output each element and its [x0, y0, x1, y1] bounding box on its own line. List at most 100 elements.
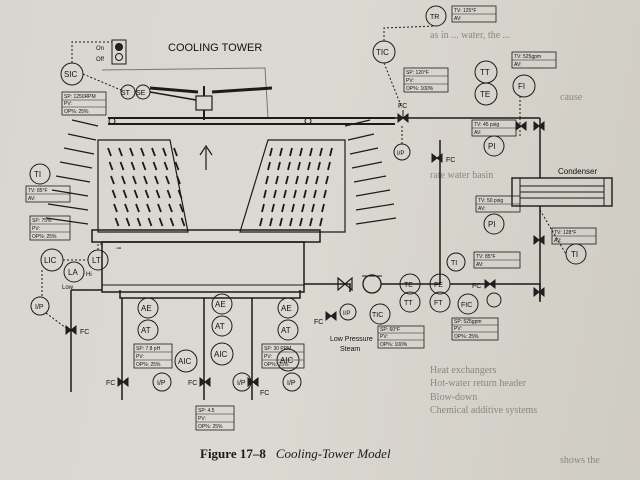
at3-transmitter [277, 319, 299, 341]
bypass-valve [431, 152, 443, 164]
svg-text:PV:: PV: [64, 101, 72, 107]
cold-water-basin [91, 229, 321, 293]
svg-text:Off: Off [96, 57, 104, 63]
svg-text:SP: 7.8 pH: SP: 7.8 pH [136, 346, 161, 352]
svg-text:TV: 85°F: TV: 85°F [476, 254, 496, 260]
svg-text:I/P: I/P [237, 380, 246, 387]
svg-text:TV: 525gpm: TV: 525gpm [514, 54, 541, 60]
chemical-feed-valves [117, 376, 259, 388]
svg-text:FC: FC [472, 283, 481, 290]
svg-text:ST: ST [121, 90, 131, 97]
svg-text:PV:: PV: [198, 416, 206, 422]
ft-transmitter [429, 291, 451, 313]
pi2-tag-box: TV: 50 psig AV: [475, 195, 521, 213]
svg-text:AT: AT [215, 322, 225, 331]
fi-indicator [512, 74, 536, 98]
ti-left-indicator [29, 163, 51, 185]
fi-tag-box: TV: 525gpm AV: [511, 51, 557, 69]
left-louvers [45, 119, 99, 225]
fic-tag-box: SP: 525gpm PV: OP%: 25% [451, 317, 499, 341]
svg-text:FC: FC [106, 380, 115, 387]
fan-icon [149, 86, 273, 120]
ae1-element [137, 297, 159, 319]
svg-text:TIC: TIC [372, 312, 383, 319]
svg-text:PI: PI [488, 220, 496, 229]
svg-text:AV:: AV: [554, 238, 562, 244]
svg-text:Low Pressure: Low Pressure [330, 336, 373, 343]
svg-text:AT: AT [281, 326, 291, 335]
figure-number: Figure 17–8 [200, 446, 266, 461]
svg-text:I/P: I/P [287, 380, 296, 387]
condenser-isolation-valves [515, 120, 545, 298]
svg-text:AV:: AV: [476, 262, 484, 268]
aic1-controller [174, 349, 198, 373]
la-alarm [63, 261, 85, 283]
svg-text:PV:: PV: [264, 354, 272, 360]
svg-text:FC: FC [398, 103, 407, 110]
ip-converter-aic1 [152, 372, 172, 392]
tower-top-outline [101, 67, 269, 119]
ti-mid-indicator [446, 252, 466, 272]
svg-text:⊸: ⊸ [116, 246, 121, 252]
ti-mid-tag-box: TV: 85°F AV: [473, 251, 521, 269]
ip-converter-fic [486, 292, 502, 308]
svg-text:PV:: PV: [380, 334, 388, 340]
fic-controller [457, 293, 479, 315]
svg-text:TV: 85°F: TV: 85°F [28, 188, 48, 194]
svg-text:FC: FC [188, 380, 197, 387]
svg-text:PV:: PV: [32, 226, 40, 232]
svg-text:PI: PI [488, 142, 496, 151]
tic2-tag-box: SP: 60°F PV: OP%: 100% [377, 325, 425, 349]
ip-converter-aic3 [282, 372, 302, 392]
svg-text:Hi: Hi [86, 272, 92, 278]
pi1-tag-box: TV: 45 psig AV: [471, 119, 517, 137]
svg-text:AV:: AV: [28, 196, 36, 202]
ip-converter-aic2 [232, 372, 252, 392]
svg-text:TI: TI [571, 250, 578, 259]
svg-text:LT: LT [92, 256, 101, 265]
circulation-pump [337, 274, 382, 294]
svg-text:TR: TR [430, 14, 439, 21]
at1-transmitter [137, 319, 159, 341]
airflow-arrow [199, 144, 213, 170]
svg-text:FC: FC [260, 390, 269, 397]
svg-text:I/P: I/P [35, 304, 44, 311]
svg-text:AE: AE [215, 300, 226, 309]
svg-text:SP: 4.5: SP: 4.5 [198, 408, 215, 414]
tic2-controller [369, 303, 391, 325]
ti-right-indicator [565, 243, 587, 265]
right-fill-pack [239, 139, 346, 233]
svg-text:LA: LA [68, 268, 78, 277]
svg-text:SP: 525gpm: SP: 525gpm [454, 319, 482, 325]
svg-text:FC: FC [446, 157, 455, 164]
ae3-element [277, 297, 299, 319]
svg-text:OP%: 100%: OP%: 100% [380, 342, 408, 348]
svg-text:I/P: I/P [343, 311, 350, 317]
svg-text:PV:: PV: [454, 326, 462, 332]
svg-text:TIC: TIC [376, 48, 389, 57]
svg-text:TV: 125°F: TV: 125°F [454, 8, 476, 14]
svg-text:FIC: FIC [461, 302, 472, 309]
aic1-tag-box: SP: 7.8 pH PV: OP%: 25% [133, 343, 173, 369]
svg-text:SP: 75%: SP: 75% [32, 218, 52, 224]
motor-status-indicator [111, 39, 127, 65]
svg-text:TE: TE [404, 282, 413, 289]
condenser [511, 177, 613, 207]
svg-text:FC: FC [314, 319, 323, 326]
svg-text:AV:: AV: [454, 16, 462, 22]
svg-text:OP%: 25%: OP%: 25% [454, 334, 479, 340]
svg-text:AIC: AIC [178, 357, 192, 366]
svg-text:AE: AE [281, 304, 292, 313]
svg-text:SE: SE [136, 90, 146, 97]
svg-text:OP%: 25%: OP%: 25% [32, 234, 57, 240]
tt2-transmitter [399, 291, 421, 313]
svg-text:LIC: LIC [44, 256, 57, 265]
svg-text:OP%: 25%: OP%: 25% [264, 362, 289, 368]
svg-text:TV: 45 psig: TV: 45 psig [474, 122, 499, 128]
svg-text:TE: TE [480, 90, 490, 99]
at2-transmitter [211, 315, 233, 337]
right-louvers [344, 119, 397, 225]
svg-text:FT: FT [434, 300, 443, 307]
svg-text:I/P: I/P [157, 380, 166, 387]
